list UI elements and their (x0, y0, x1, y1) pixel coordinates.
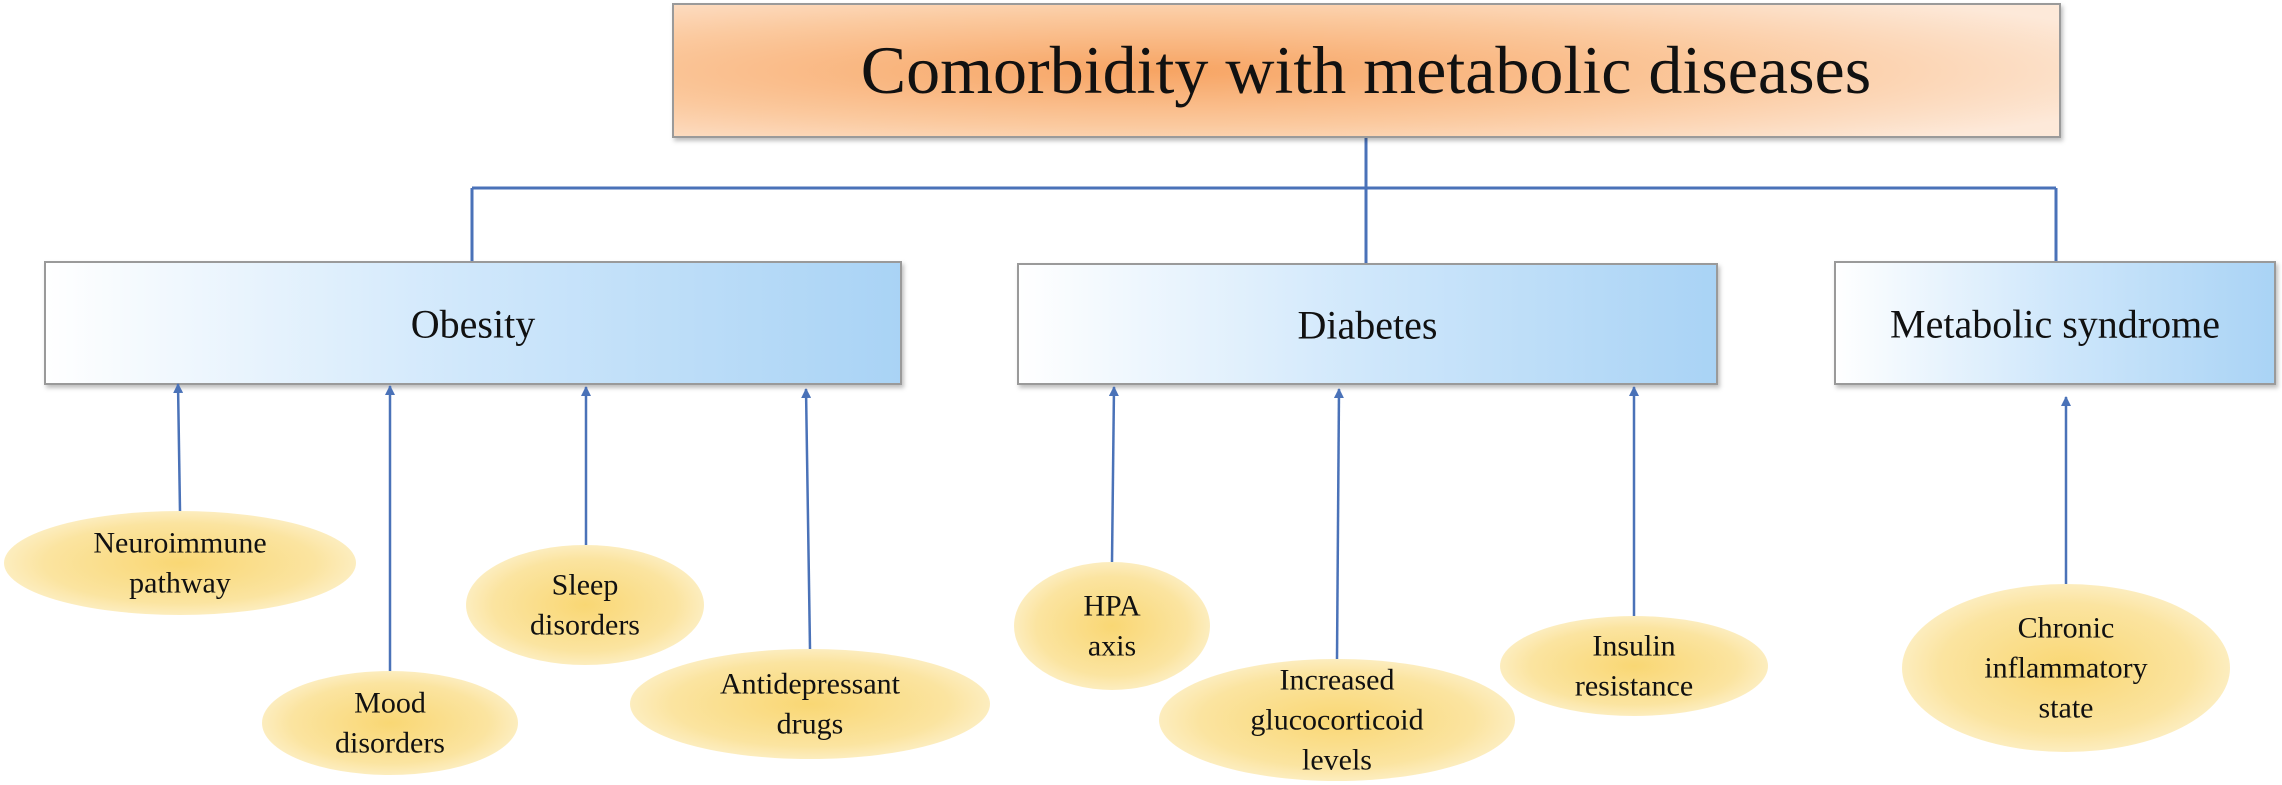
title-box: Comorbidity with metabolic diseases (672, 3, 2061, 138)
factor-label-line: Neuroimmune (93, 527, 266, 560)
factor-label-line: Chronic (2018, 612, 2115, 645)
factor-hpa-axis: HPA axis (1014, 562, 1210, 690)
arrow-antidepressant-drugs (801, 388, 812, 650)
factor-label-line: Sleep (552, 569, 619, 602)
factor-ellipse (262, 671, 518, 775)
factor-ellipse (1159, 659, 1515, 781)
factor-insulin-resistance: Insulin resistance (1500, 616, 1768, 716)
factor-ellipse (1014, 562, 1210, 690)
factor-label-line: HPA (1083, 590, 1141, 623)
category-metabolic-syndrome: Metabolic syndrome (1834, 261, 2276, 385)
factor-label-line: Antidepressant (720, 668, 901, 701)
factor-ellipse (1500, 616, 1768, 716)
factor-increased-glucocorticoid-levels: Increased glucocorticoid levels (1159, 659, 1515, 781)
factor-label-line: levels (1302, 744, 1372, 777)
category-obesity: Obesity (44, 261, 902, 385)
category-boxes: Obesity Diabetes Metabolic syndrome (44, 261, 2276, 385)
factor-chronic-inflammatory-state: Chronic inflammatory state (1902, 584, 2230, 752)
factor-label-line: resistance (1575, 670, 1693, 703)
factor-arrows (173, 383, 2071, 671)
factor-label-line: glucocorticoid (1250, 704, 1423, 737)
factor-ellipse (4, 511, 356, 615)
factor-label-line: drugs (777, 708, 844, 741)
diagram-title: Comorbidity with metabolic diseases (861, 32, 1871, 108)
category-box-diabetes (1017, 263, 1718, 385)
category-label: Obesity (411, 302, 535, 347)
factor-label-line: inflammatory (1984, 652, 2147, 685)
factor-ellipse (630, 649, 990, 759)
category-box-obesity (44, 261, 902, 385)
factor-sleep-disorders: Sleep disorders (466, 545, 704, 665)
category-box-metabolic-syndrome (1834, 261, 2276, 385)
factor-label-line: pathway (129, 567, 231, 600)
factor-label-line: Mood (354, 687, 426, 720)
category-label: Metabolic syndrome (1890, 302, 2220, 347)
factor-label-line: disorders (335, 727, 445, 760)
arrow-neuroimmune-pathway (173, 383, 184, 512)
factor-label-line: disorders (530, 609, 640, 642)
factor-ellipse (1902, 584, 2230, 752)
category-diabetes: Diabetes (1017, 263, 1718, 385)
factor-label-line: Increased (1280, 664, 1395, 697)
arrow-hpa-axis (1108, 386, 1119, 563)
factor-label-line: axis (1088, 630, 1136, 663)
factor-antidepressant-drugs: Antidepressant drugs (630, 649, 990, 759)
arrow-increased-glucocorticoid-levels (1333, 388, 1344, 660)
category-label: Diabetes (1298, 303, 1438, 348)
factor-mood-disorders: Mood disorders (262, 671, 518, 775)
factor-ellipse (466, 545, 704, 665)
factor-label-line: Insulin (1592, 630, 1675, 663)
connector-tree (470, 137, 2058, 264)
factor-neuroimmune-pathway: Neuroimmune pathway (4, 511, 356, 615)
factor-label-line: state (2039, 692, 2094, 725)
